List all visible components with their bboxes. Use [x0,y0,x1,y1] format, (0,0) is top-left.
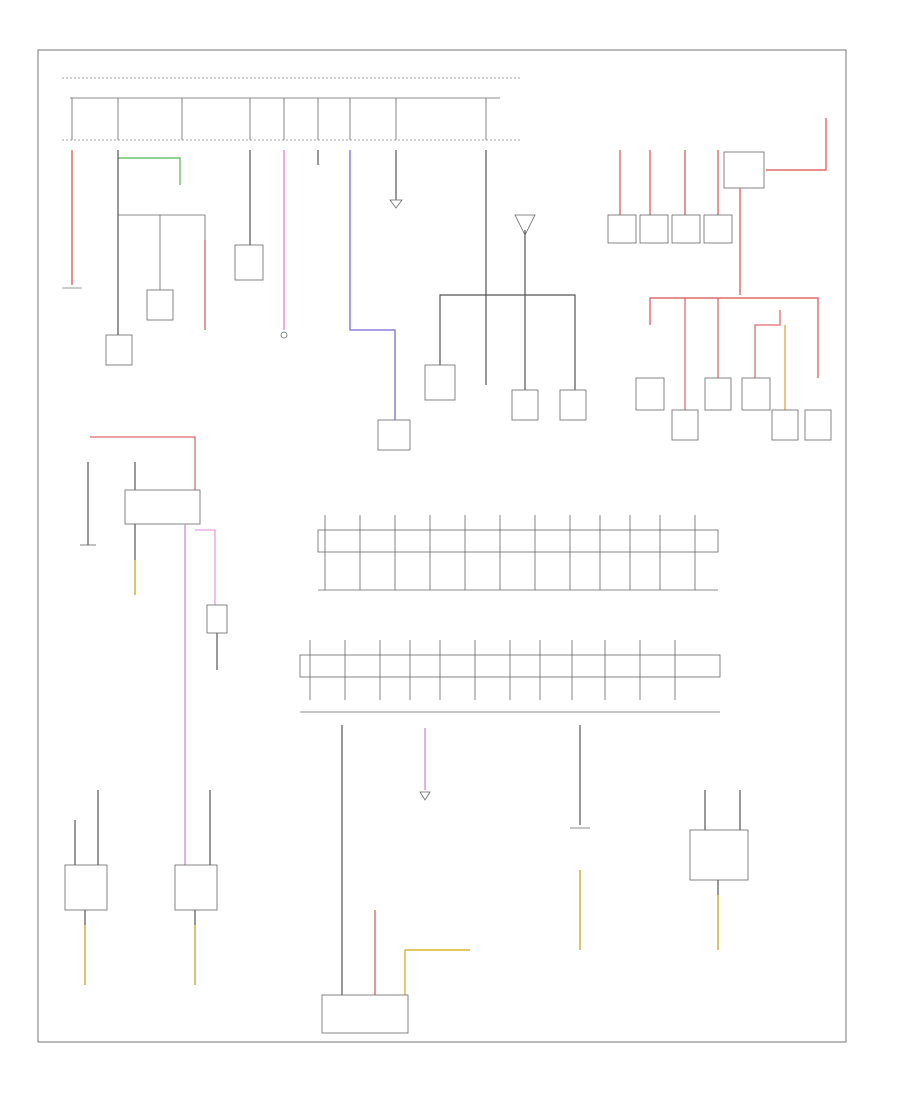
relay-lower-1 [64,864,108,911]
wire-left-branch [105,150,206,366]
switch-box-left [206,604,228,634]
left-relay-module [80,436,228,872]
actuator-box-6 [804,409,832,441]
lower-center-module [321,725,470,1034]
control-module-left [124,489,201,525]
right-top-relay-block [607,118,832,441]
component-box-3 [234,244,264,281]
component-box-1 [105,334,133,366]
actuator-box-2 [671,409,699,441]
lower-left-relays [64,790,218,985]
relay-box-a [607,214,637,244]
diagram-frame [37,49,847,1043]
relay-box-b [639,214,669,244]
relay-box-c [671,214,701,244]
actuator-box-5 [771,409,799,441]
actuator-box-1 [635,377,665,411]
component-box-4 [377,419,411,451]
component-box-6 [511,389,539,421]
component-box-2 [146,289,174,321]
top-fuse-bus [62,77,520,141]
wire-red-left [62,150,82,289]
lower-fuse-rail [299,640,721,713]
actuator-box-4 [741,377,771,411]
lower-right-switches [570,725,749,950]
component-box-7 [559,389,587,421]
center-cluster [424,214,587,421]
wire-green-jumper [118,157,181,185]
relay-lower-right [689,829,749,881]
wire-mid-top [234,150,487,451]
main-module-bottom [321,994,409,1034]
actuator-box-3 [704,377,732,411]
upper-fuse-rail [317,515,719,591]
relay-box-d [703,214,733,244]
component-box-5 [424,364,456,401]
relay-lower-2 [174,864,218,911]
top-bus-taps [71,98,487,140]
relay-module [723,151,765,189]
